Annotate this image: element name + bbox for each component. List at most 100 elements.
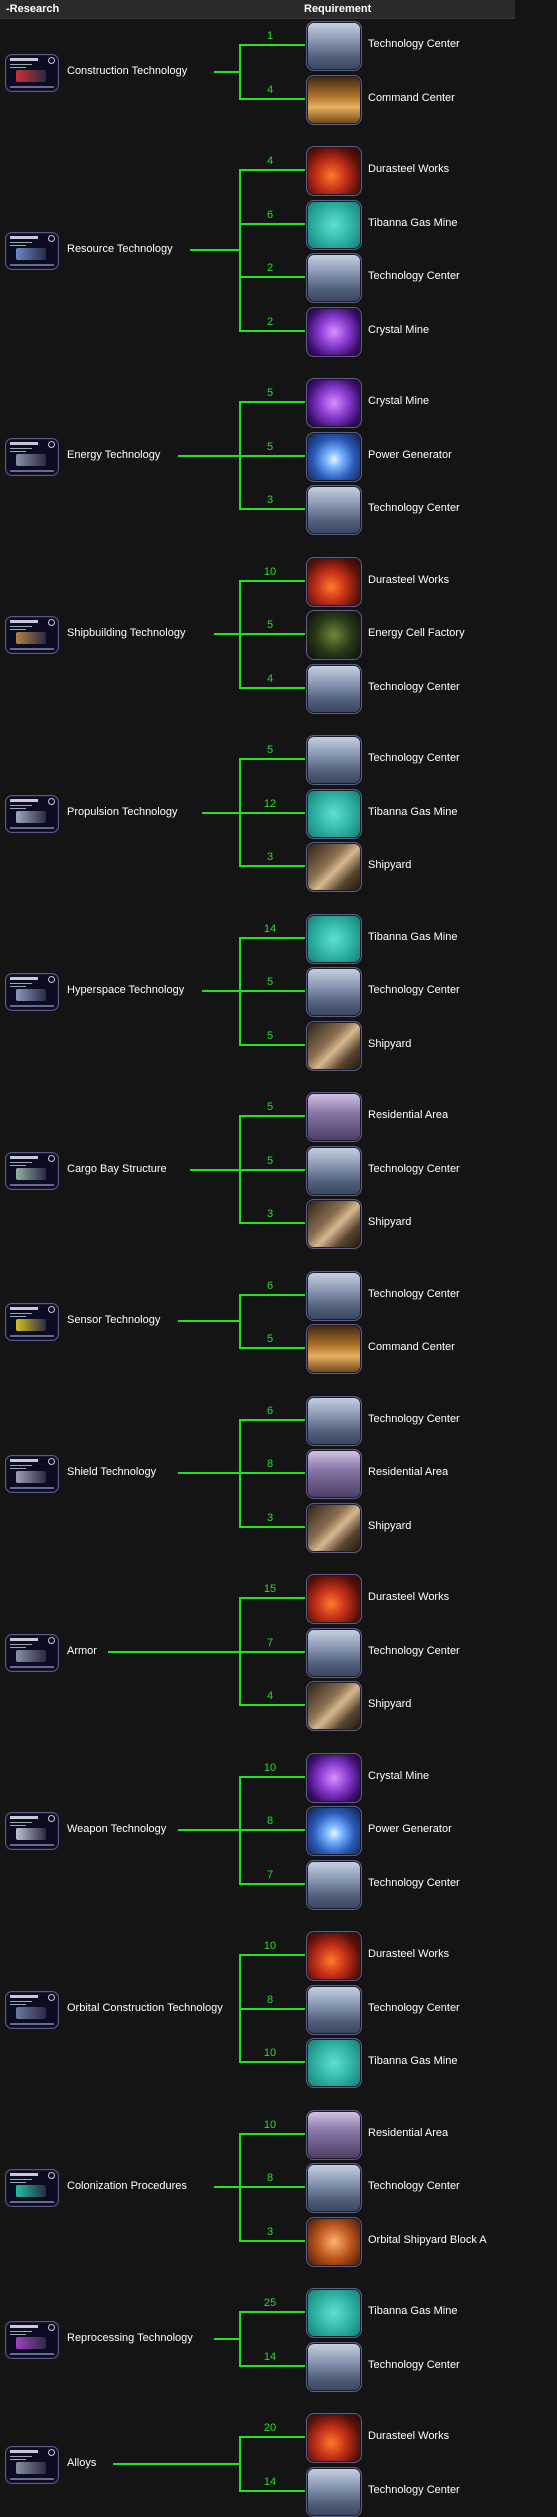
requirement-building-name[interactable]: Shipyard	[368, 1216, 412, 1228]
shipyard-icon[interactable]	[306, 1199, 362, 1249]
hyperspace-tech-icon[interactable]	[5, 973, 59, 1011]
technology-center-icon[interactable]	[306, 2466, 362, 2517]
tibanna-gas-mine-icon[interactable]	[306, 913, 362, 964]
technology-center-icon[interactable]	[306, 735, 362, 785]
requirement-building-name[interactable]: Durasteel Works	[368, 2430, 450, 2442]
requirement-building-name[interactable]: Technology Center	[368, 1412, 460, 1425]
power-generator-icon[interactable]	[306, 1806, 362, 1856]
technology-center-icon[interactable]	[306, 967, 362, 1017]
technology-center-icon[interactable]	[306, 21, 362, 71]
requirement-building-name[interactable]: Residential Area	[368, 1466, 449, 1478]
requirement-building-name[interactable]: Residential Area	[368, 2126, 449, 2139]
durasteel-works-icon[interactable]	[306, 146, 362, 196]
tibanna-gas-mine-icon[interactable]	[306, 788, 362, 839]
sensor-tech-icon[interactable]	[5, 1303, 59, 1342]
shipyard-icon[interactable]	[306, 1681, 362, 1731]
requirement-building-name[interactable]: Crystal Mine	[368, 323, 430, 336]
requirement-building-name[interactable]: Technology Center	[368, 38, 460, 50]
shipyard-icon[interactable]	[306, 1020, 362, 1071]
requirement-building-name[interactable]: Shipyard	[368, 1519, 412, 1532]
technology-center-icon[interactable]	[306, 485, 362, 535]
research-name[interactable]: Energy Technology	[67, 448, 161, 461]
armor-tech-icon[interactable]	[5, 1633, 59, 1672]
requirement-building-name[interactable]: Power Generator	[368, 448, 452, 461]
technology-center-icon[interactable]	[306, 1627, 362, 1678]
requirement-building-name[interactable]: Technology Center	[368, 1287, 460, 1300]
research-name[interactable]: Alloys	[67, 2456, 97, 2469]
research-name[interactable]: Cargo Bay Structure	[67, 1162, 167, 1175]
research-name[interactable]: Weapon Technology	[67, 1823, 167, 1835]
requirement-building-name[interactable]: Tibanna Gas Mine	[368, 216, 458, 229]
residential-area-icon[interactable]	[306, 1449, 362, 1499]
requirement-building-name[interactable]: Technology Center	[368, 1162, 460, 1175]
reprocessing-tech-icon[interactable]	[5, 2320, 59, 2359]
colonization-icon[interactable]	[5, 2169, 59, 2207]
alloys-tech-icon[interactable]	[5, 2445, 59, 2484]
research-name[interactable]: Orbital Construction Technology	[67, 2001, 223, 2014]
requirement-building-name[interactable]: Tibanna Gas Mine	[368, 2305, 458, 2317]
resource-tech-icon[interactable]	[5, 232, 59, 271]
tibanna-gas-mine-icon[interactable]	[306, 199, 362, 250]
requirement-building-name[interactable]: Residential Area	[368, 1109, 449, 1121]
requirement-building-name[interactable]: Technology Center	[368, 502, 460, 514]
requirement-building-name[interactable]: Shipyard	[368, 859, 412, 871]
requirement-building-name[interactable]: Durasteel Works	[368, 163, 450, 175]
durasteel-works-icon[interactable]	[306, 1931, 362, 1981]
requirement-building-name[interactable]: Technology Center	[368, 752, 460, 764]
research-name[interactable]: Armor	[67, 1644, 97, 1657]
energy-tech-icon[interactable]	[5, 437, 59, 476]
technology-center-icon[interactable]	[306, 2341, 362, 2392]
technology-center-icon[interactable]	[306, 2163, 362, 2213]
requirement-building-name[interactable]: Command Center	[368, 1341, 455, 1353]
requirement-building-name[interactable]: Technology Center	[368, 680, 460, 693]
requirement-building-name[interactable]: Power Generator	[368, 1823, 452, 1835]
technology-center-icon[interactable]	[306, 1395, 362, 1446]
research-name[interactable]: Shield Technology	[67, 1466, 157, 1478]
requirement-building-name[interactable]: Durasteel Works	[368, 1948, 450, 1960]
research-name[interactable]: Reprocessing Technology	[67, 2331, 193, 2344]
requirement-building-name[interactable]: Command Center	[368, 91, 455, 104]
requirement-building-name[interactable]: Shipyard	[368, 1037, 412, 1050]
requirement-building-name[interactable]: Tibanna Gas Mine	[368, 930, 458, 943]
requirement-building-name[interactable]: Technology Center	[368, 1644, 460, 1657]
requirement-building-name[interactable]: Technology Center	[368, 2483, 460, 2496]
tibanna-gas-mine-icon[interactable]	[306, 2288, 362, 2338]
power-generator-icon[interactable]	[306, 431, 362, 482]
research-name[interactable]: Resource Technology	[67, 243, 173, 256]
requirement-building-name[interactable]: Crystal Mine	[368, 395, 430, 407]
requirement-building-name[interactable]: Technology Center	[368, 984, 460, 996]
energy-cell-factory-icon[interactable]	[306, 610, 362, 660]
requirement-building-name[interactable]: Orbital Shipyard Block A	[368, 2233, 487, 2246]
technology-center-icon[interactable]	[306, 1859, 362, 1910]
cargo-bay-icon[interactable]	[5, 1151, 59, 1190]
research-name[interactable]: Propulsion Technology	[67, 805, 178, 818]
residential-area-icon[interactable]	[306, 2109, 362, 2160]
requirement-building-name[interactable]: Technology Center	[368, 2180, 460, 2192]
requirement-building-name[interactable]: Energy Cell Factory	[368, 627, 465, 639]
command-center-icon[interactable]	[306, 1324, 362, 1374]
propulsion-tech-icon[interactable]	[5, 794, 59, 833]
command-center-icon[interactable]	[306, 74, 362, 125]
tibanna-gas-mine-icon[interactable]	[306, 2038, 362, 2088]
research-name[interactable]: Colonization Procedures	[67, 2180, 187, 2192]
requirement-building-name[interactable]: Tibanna Gas Mine	[368, 2055, 458, 2067]
research-name[interactable]: Hyperspace Technology	[67, 984, 185, 996]
durasteel-works-icon[interactable]	[306, 1574, 362, 1624]
shipyard-icon[interactable]	[306, 1502, 362, 1553]
shipbuilding-tech-icon[interactable]	[5, 616, 59, 654]
requirement-building-name[interactable]: Crystal Mine	[368, 1769, 430, 1782]
construction-tech-icon[interactable]	[5, 53, 59, 92]
orbital-construction-icon[interactable]	[5, 1990, 59, 2029]
technology-center-icon[interactable]	[306, 253, 362, 303]
research-name[interactable]: Sensor Technology	[67, 1314, 161, 1327]
requirement-building-name[interactable]: Shipyard	[368, 1698, 412, 1710]
orbital-shipyard-icon[interactable]	[306, 2216, 362, 2267]
requirement-building-name[interactable]: Durasteel Works	[368, 1591, 450, 1603]
shipyard-icon[interactable]	[306, 842, 362, 892]
requirement-building-name[interactable]: Technology Center	[368, 2001, 460, 2014]
technology-center-icon[interactable]	[306, 1145, 362, 1196]
durasteel-works-icon[interactable]	[306, 2413, 362, 2463]
requirement-building-name[interactable]: Technology Center	[368, 270, 460, 282]
durasteel-works-icon[interactable]	[306, 556, 362, 607]
technology-center-icon[interactable]	[306, 663, 362, 714]
